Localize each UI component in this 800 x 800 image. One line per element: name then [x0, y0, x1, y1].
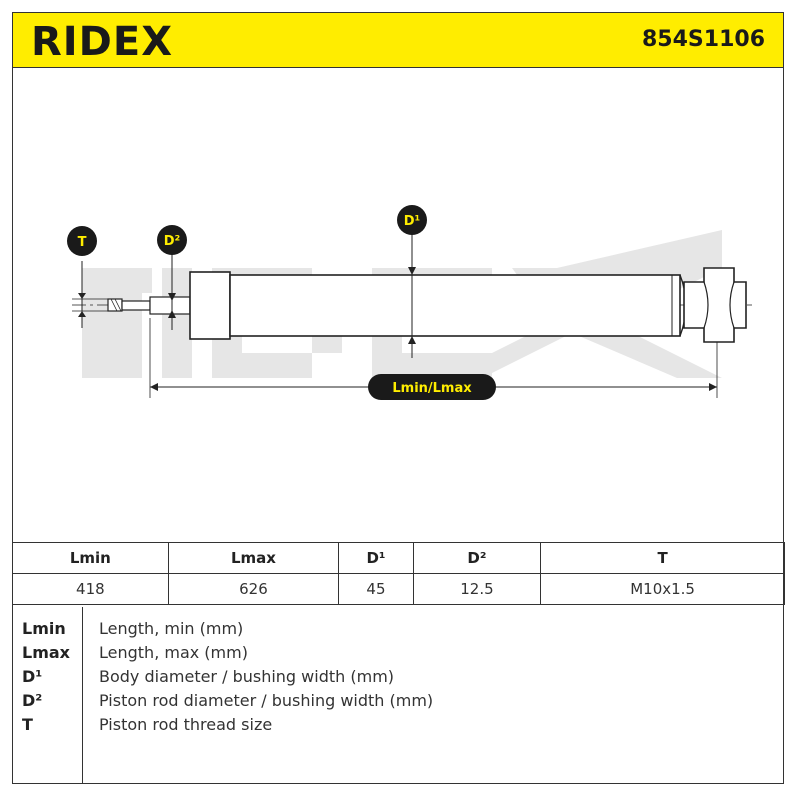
legend-desc: Body diameter / bushing width (mm)	[99, 667, 395, 686]
d1-badge-label: D¹	[404, 214, 421, 229]
brand-logo: RIDEX	[31, 19, 174, 65]
spec-header-lmax: Lmax	[167, 542, 340, 574]
length-badge-label: Lmin/Lmax	[392, 381, 472, 396]
legend-desc: Length, min (mm)	[99, 619, 244, 638]
legend-key: D²	[22, 691, 43, 710]
spec-header-row: Lmin Lmax D¹ D² T	[12, 542, 785, 574]
spec-table: Lmin Lmax D¹ D² T 418 626 45 12.5 M10x1.…	[12, 542, 785, 605]
spec-value-lmin: 418	[12, 573, 169, 605]
legend-key: T	[22, 715, 33, 734]
legend-divider	[82, 607, 83, 784]
spec-value-row: 418 626 45 12.5 M10x1.5	[12, 573, 785, 605]
spec-value-d2: 12.5	[412, 573, 542, 605]
piston-rod	[121, 300, 151, 311]
legend-key: D¹	[22, 667, 43, 686]
header-bar: RIDEX 854S1106	[12, 12, 784, 68]
spec-header-lmin: Lmin	[12, 542, 169, 574]
spec-value-t: M10x1.5	[540, 573, 785, 605]
diagram-svg: T D² D¹ Lmin/Lmax	[67, 205, 752, 400]
rod-collar	[149, 296, 191, 315]
damper-cap	[189, 271, 231, 340]
length-badge: Lmin/Lmax	[368, 374, 496, 400]
shock-absorber-diagram: T D² D¹ Lmin/Lmax	[12, 68, 784, 542]
damper-body	[229, 274, 681, 337]
d2-badge-label: D²	[164, 234, 181, 249]
spec-header-d1: D¹	[338, 542, 414, 574]
legend-desc: Piston rod thread size	[99, 715, 273, 734]
legend: Lmin Length, min (mm) Lmax Length, max (…	[12, 607, 784, 784]
d1-badge: D¹	[397, 205, 427, 235]
spec-value-lmax: 626	[167, 573, 340, 605]
t-badge: T	[67, 226, 97, 256]
spec-value-d1: 45	[338, 573, 414, 605]
part-number: 854S1106	[642, 27, 765, 52]
legend-key: Lmax	[22, 643, 70, 662]
spec-header-t: T	[540, 542, 785, 574]
legend-key: Lmin	[22, 619, 66, 638]
t-badge-label: T	[78, 235, 87, 250]
legend-desc: Length, max (mm)	[99, 643, 248, 662]
spec-header-d2: D²	[412, 542, 542, 574]
d2-badge: D²	[157, 225, 187, 255]
legend-desc: Piston rod diameter / bushing width (mm)	[99, 691, 434, 710]
